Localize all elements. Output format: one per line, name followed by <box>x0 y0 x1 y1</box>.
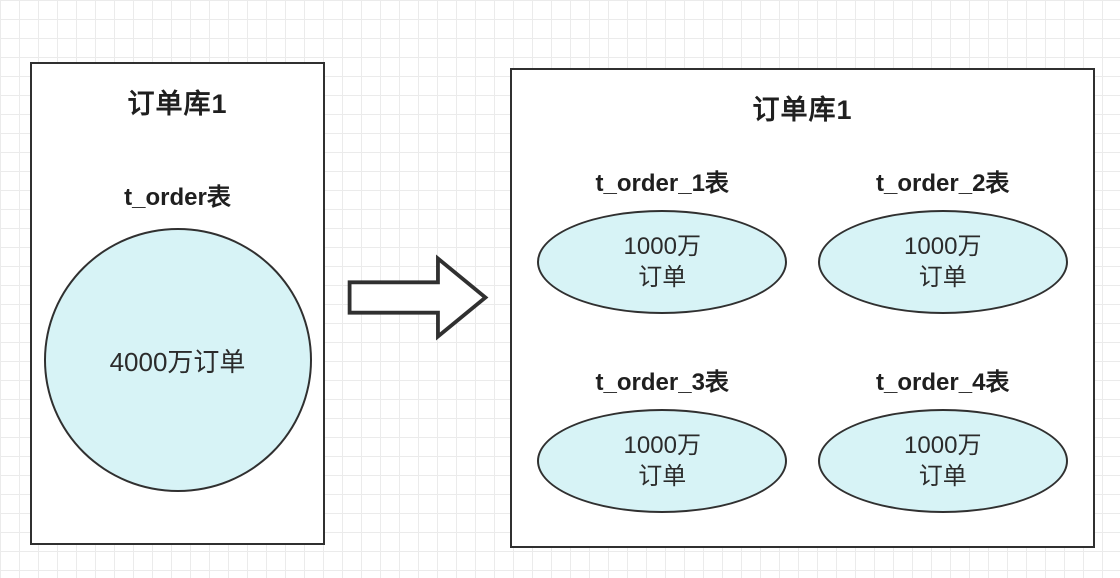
tables-grid: t_order_1表 1000万 订单 t_order_2表 1000万 订单 … <box>512 163 1093 513</box>
orders-ellipse: 1000万 订单 <box>537 210 788 314</box>
right-database-box: 订单库1 t_order_1表 1000万 订单 t_order_2表 1000… <box>510 68 1095 548</box>
table-name: t_order_4表 <box>876 369 1010 396</box>
ellipse-count: 1000万 <box>623 431 701 459</box>
ellipse-unit: 订单 <box>918 463 967 490</box>
table-cell: t_order_1表 1000万 订单 <box>537 163 788 314</box>
ellipse-unit: 订单 <box>638 264 687 291</box>
left-database-title: 订单库1 <box>127 89 228 119</box>
table-cell: t_order_2表 1000万 订单 <box>817 163 1068 314</box>
left-database-box: 订单库1 t_order表 4000万订单 <box>30 62 325 545</box>
ellipse-unit: 订单 <box>638 463 687 490</box>
ellipse-count: 1000万 <box>904 232 982 260</box>
orders-circle-label: 4000万订单 <box>109 346 246 377</box>
right-arrow-icon <box>347 254 489 341</box>
ellipse-count: 1000万 <box>904 431 982 459</box>
orders-ellipse: 1000万 订单 <box>537 409 788 513</box>
table-cell: t_order_3表 1000万 订单 <box>537 362 788 513</box>
ellipse-unit: 订单 <box>918 264 967 291</box>
table-name: t_order_2表 <box>876 170 1010 197</box>
table-name: t_order_1表 <box>595 170 729 197</box>
orders-ellipse: 1000万 订单 <box>817 409 1068 513</box>
left-table-name: t_order表 <box>124 184 231 211</box>
orders-ellipse: 1000万 订单 <box>817 210 1068 314</box>
ellipse-count: 1000万 <box>623 232 701 260</box>
right-database-title: 订单库1 <box>752 95 853 125</box>
table-cell: t_order_4表 1000万 订单 <box>817 362 1068 513</box>
orders-circle: 4000万订单 <box>43 228 312 492</box>
table-name: t_order_3表 <box>595 369 729 396</box>
